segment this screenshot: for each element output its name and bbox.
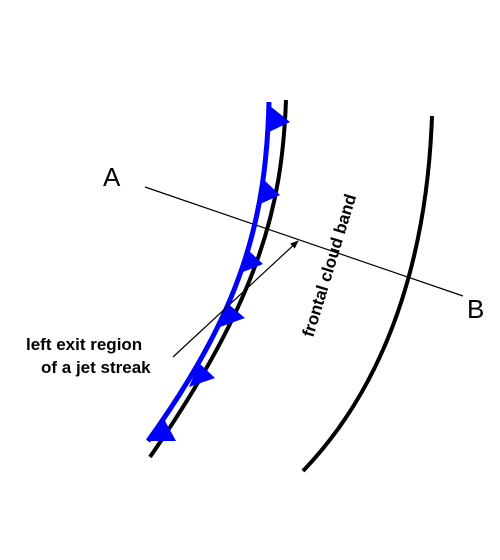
cold-front-line bbox=[145, 101, 272, 443]
point-a-label: A bbox=[103, 162, 121, 192]
cold-front-triangles bbox=[147, 106, 290, 441]
front-triangle-2 bbox=[258, 180, 280, 205]
front-triangle-1 bbox=[269, 106, 290, 132]
cloud-band-label: frontal cloud band bbox=[299, 192, 361, 339]
front-triangle-3 bbox=[238, 250, 263, 274]
jet-streak-label-line2: of a jet streak bbox=[41, 358, 151, 377]
front-triangle-4 bbox=[220, 303, 245, 327]
front-triangle-5 bbox=[189, 363, 215, 387]
jet-streak-label-line1: left exit region bbox=[26, 335, 142, 354]
cloud-band-right-boundary bbox=[301, 115, 434, 473]
jet-streak-pointer-arrow bbox=[172, 240, 299, 358]
front-triangle-6 bbox=[147, 419, 176, 441]
point-b-label: B bbox=[467, 294, 484, 324]
cross-section-line-ab bbox=[144, 186, 464, 297]
